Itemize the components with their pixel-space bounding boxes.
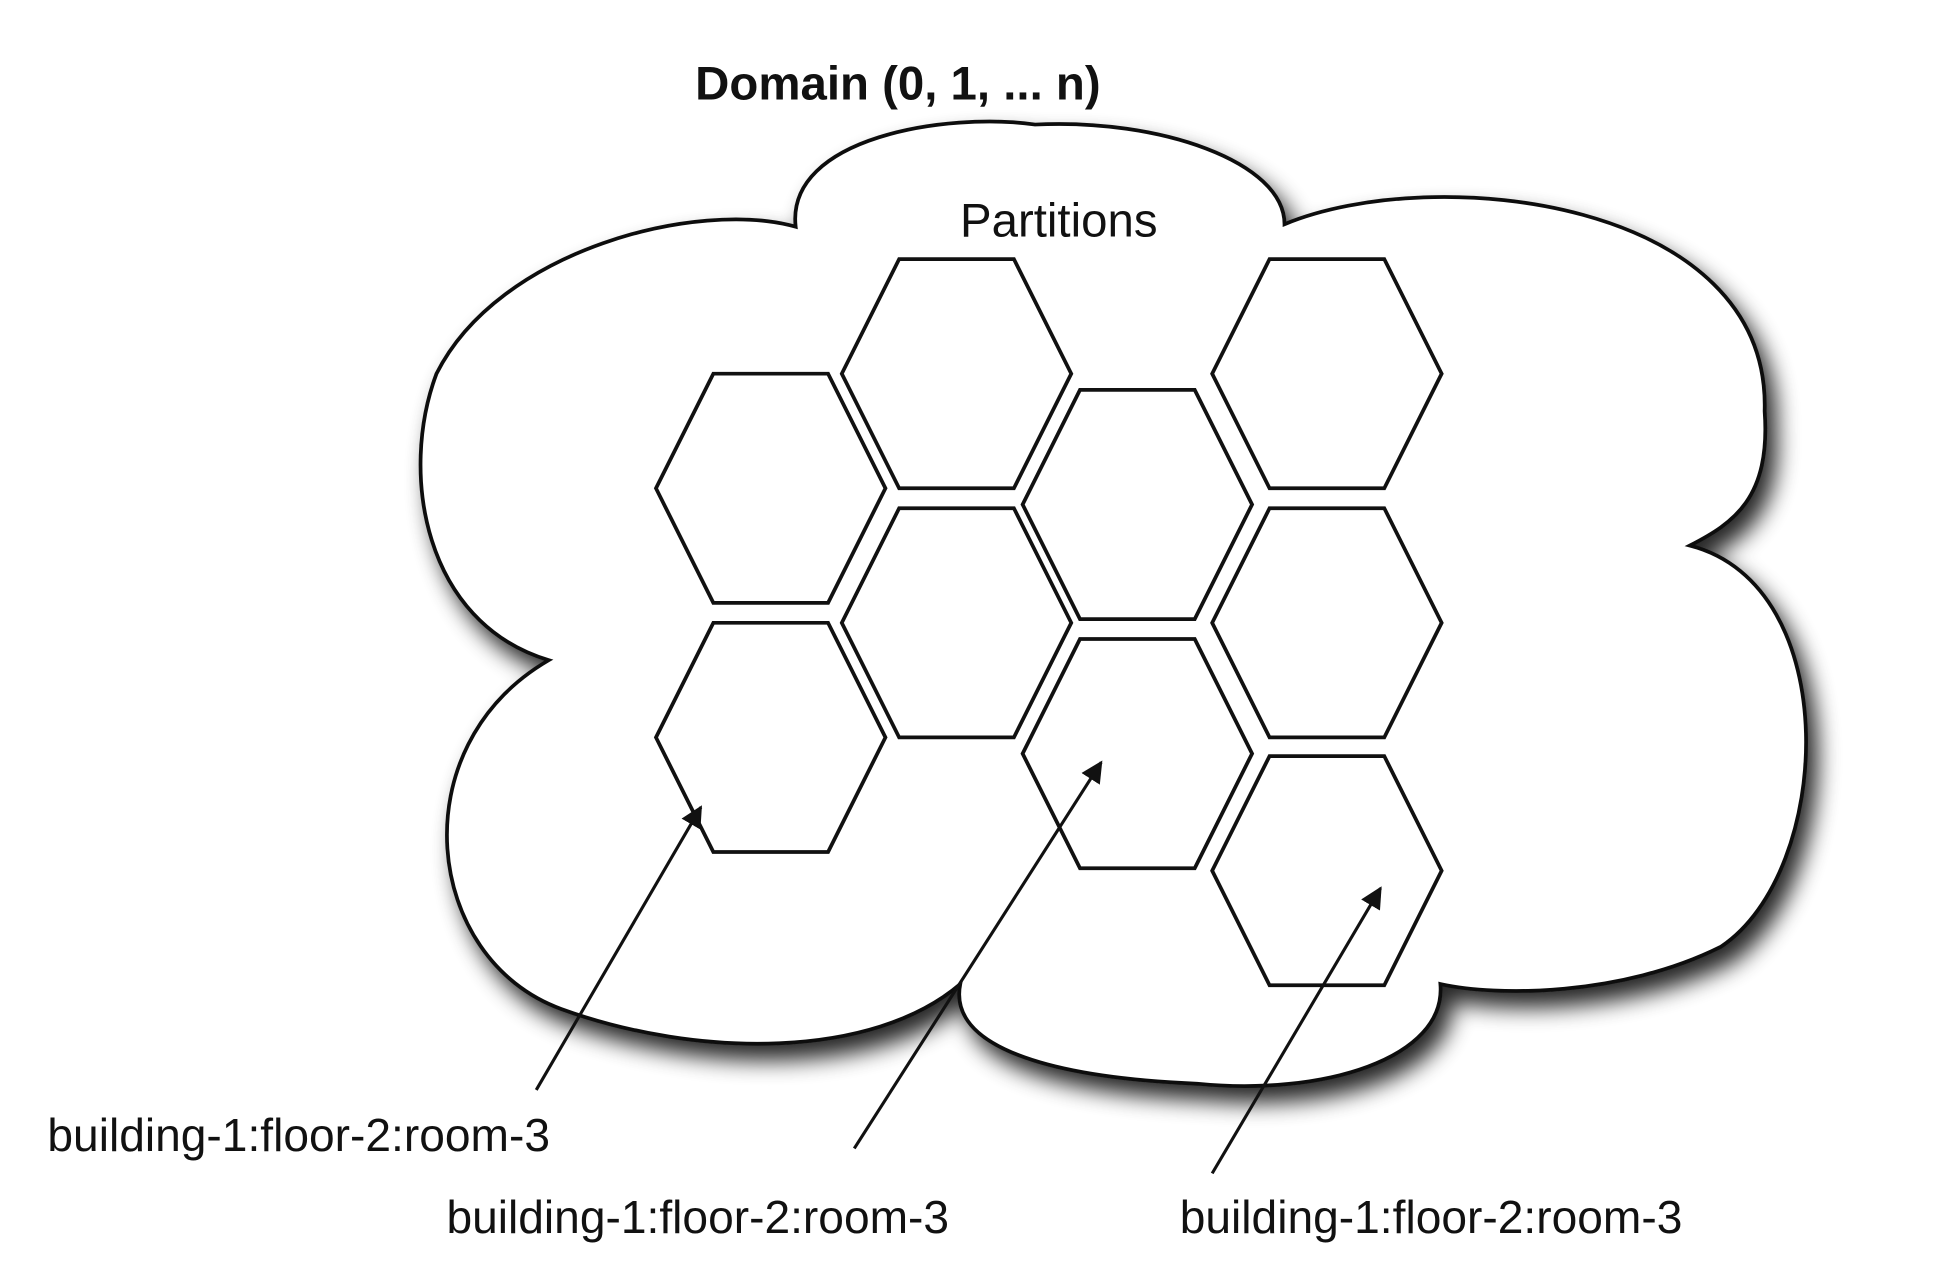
partition-hexagon bbox=[1020, 637, 1255, 871]
domain-cloud bbox=[418, 119, 1808, 1088]
partition-hexagon bbox=[1210, 257, 1444, 491]
partition-hexagon bbox=[653, 620, 888, 854]
arrows bbox=[534, 760, 1382, 1175]
pointer-arrow bbox=[852, 760, 1103, 1150]
partition-hexagon bbox=[839, 506, 1074, 740]
partition-label-2: building-1:floor-2:room-3 bbox=[446, 1191, 949, 1243]
partition-hexagon bbox=[1020, 388, 1255, 621]
partition-hexagon bbox=[839, 257, 1074, 491]
pointer-arrow bbox=[1210, 886, 1382, 1175]
partition-hexagon bbox=[1210, 506, 1444, 740]
pointer-arrow bbox=[534, 805, 703, 1091]
partition-label-1: building-1:floor-2:room-3 bbox=[47, 1109, 550, 1161]
partition-hexagon bbox=[653, 371, 888, 605]
partitions-label: Partitions bbox=[960, 195, 1158, 248]
partition-hexagon bbox=[1210, 754, 1444, 988]
partition-label-3: building-1:floor-2:room-3 bbox=[1180, 1191, 1683, 1243]
domain-title: Domain (0, 1, ... n) bbox=[695, 58, 1100, 111]
partitions bbox=[653, 257, 1444, 988]
